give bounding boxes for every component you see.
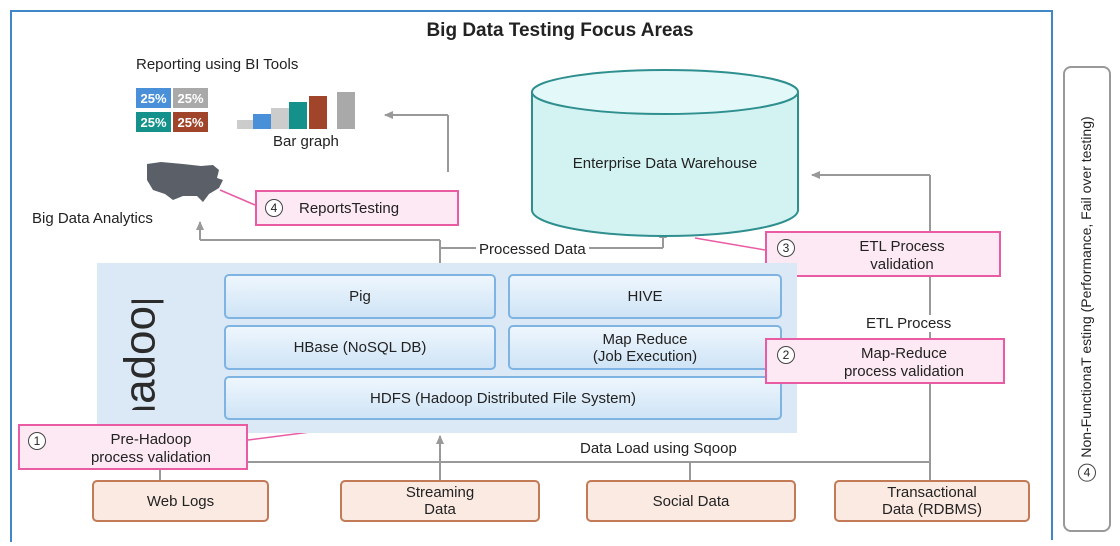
mapreduce-line-1: Map Reduce bbox=[602, 330, 688, 348]
us-map-icon bbox=[147, 162, 223, 202]
source-streaming-data: Streaming Data bbox=[340, 480, 540, 522]
warehouse-label: Enterprise Data Warehouse bbox=[572, 155, 758, 172]
processed-data-label: Processed Data bbox=[476, 241, 589, 258]
callout-number: 2 bbox=[777, 346, 795, 364]
report-tile-2: 25% bbox=[173, 88, 208, 108]
non-functional-testing-panel: 4 Non-FunctionaT esting (Performance, Fai… bbox=[1063, 66, 1111, 532]
callout-line-1: Pre-Hadoop bbox=[110, 431, 192, 448]
non-functional-testing-label: Non-FunctionaT esting (Performance, Fail… bbox=[1078, 116, 1094, 458]
reporting-tiles: 25% 25% 25% 25% bbox=[136, 88, 210, 134]
bar-graph-icon bbox=[237, 92, 355, 129]
callout-line-2: process validation bbox=[843, 363, 965, 380]
callout-mapreduce-validation: 2 Map-Reduce process validation bbox=[765, 338, 1005, 384]
reporting-heading: Reporting using BI Tools bbox=[136, 56, 299, 73]
source-line-1: Transactional bbox=[887, 484, 977, 501]
report-tile-3: 25% bbox=[136, 112, 171, 132]
callout-number: 4 bbox=[265, 199, 283, 217]
hive-box: HIVE bbox=[508, 274, 782, 319]
mapreduce-box: Map Reduce (Job Execution) bbox=[508, 325, 782, 370]
report-tile-1: 25% bbox=[136, 88, 171, 108]
callout-number: 4 bbox=[1078, 463, 1096, 482]
big-data-analytics-label: Big Data Analytics bbox=[32, 210, 153, 227]
data-warehouse-cylinder bbox=[531, 69, 799, 237]
diagram-title: Big Data Testing Focus Areas bbox=[426, 20, 694, 41]
callout-number: 1 bbox=[28, 432, 46, 450]
callout-pre-hadoop-validation: 1 Pre-Hadoop process validation bbox=[18, 424, 248, 470]
hdfs-box: HDFS (Hadoop Distributed File System) bbox=[224, 376, 782, 420]
callout-etl-validation: 3 ETL Process validation bbox=[765, 231, 1001, 277]
svg-text:hadoop: hadoop bbox=[116, 300, 165, 410]
source-social-data: Social Data bbox=[586, 480, 796, 522]
source-web-logs: Web Logs bbox=[92, 480, 269, 522]
diagram-frame-right-edge bbox=[1051, 10, 1053, 540]
source-line-1: Streaming bbox=[405, 484, 475, 501]
callout-text: ReportsTesting bbox=[299, 199, 400, 217]
callout-reports-testing: 4 ReportsTesting bbox=[255, 190, 459, 226]
bar-graph-label: Bar graph bbox=[273, 133, 339, 150]
callout-number: 3 bbox=[777, 239, 795, 257]
hbase-box: HBase (NoSQL DB) bbox=[224, 325, 496, 370]
report-tile-4: 25% bbox=[173, 112, 208, 132]
pig-box: Pig bbox=[224, 274, 496, 319]
callout-line-1: ETL Process bbox=[859, 238, 945, 255]
callout-line-1: Map-Reduce bbox=[861, 345, 947, 362]
non-functional-testing-text: 4 Non-FunctionaT esting (Performance, Fai… bbox=[1078, 116, 1096, 482]
callout-line-2: validation bbox=[870, 256, 934, 273]
etl-process-label: ETL Process bbox=[864, 315, 954, 332]
callout-line-2: process validation bbox=[90, 449, 212, 466]
source-line-2: Data (RDBMS) bbox=[881, 501, 982, 518]
hadoop-wordmark: hadoop bbox=[116, 300, 165, 410]
mapreduce-line-2: (Job Execution) bbox=[592, 347, 698, 365]
source-line-2: Data bbox=[424, 501, 456, 518]
data-load-label: Data Load using Sqoop bbox=[577, 440, 740, 457]
source-transactional-data: Transactional Data (RDBMS) bbox=[834, 480, 1030, 522]
diagram-frame bbox=[10, 10, 1053, 542]
